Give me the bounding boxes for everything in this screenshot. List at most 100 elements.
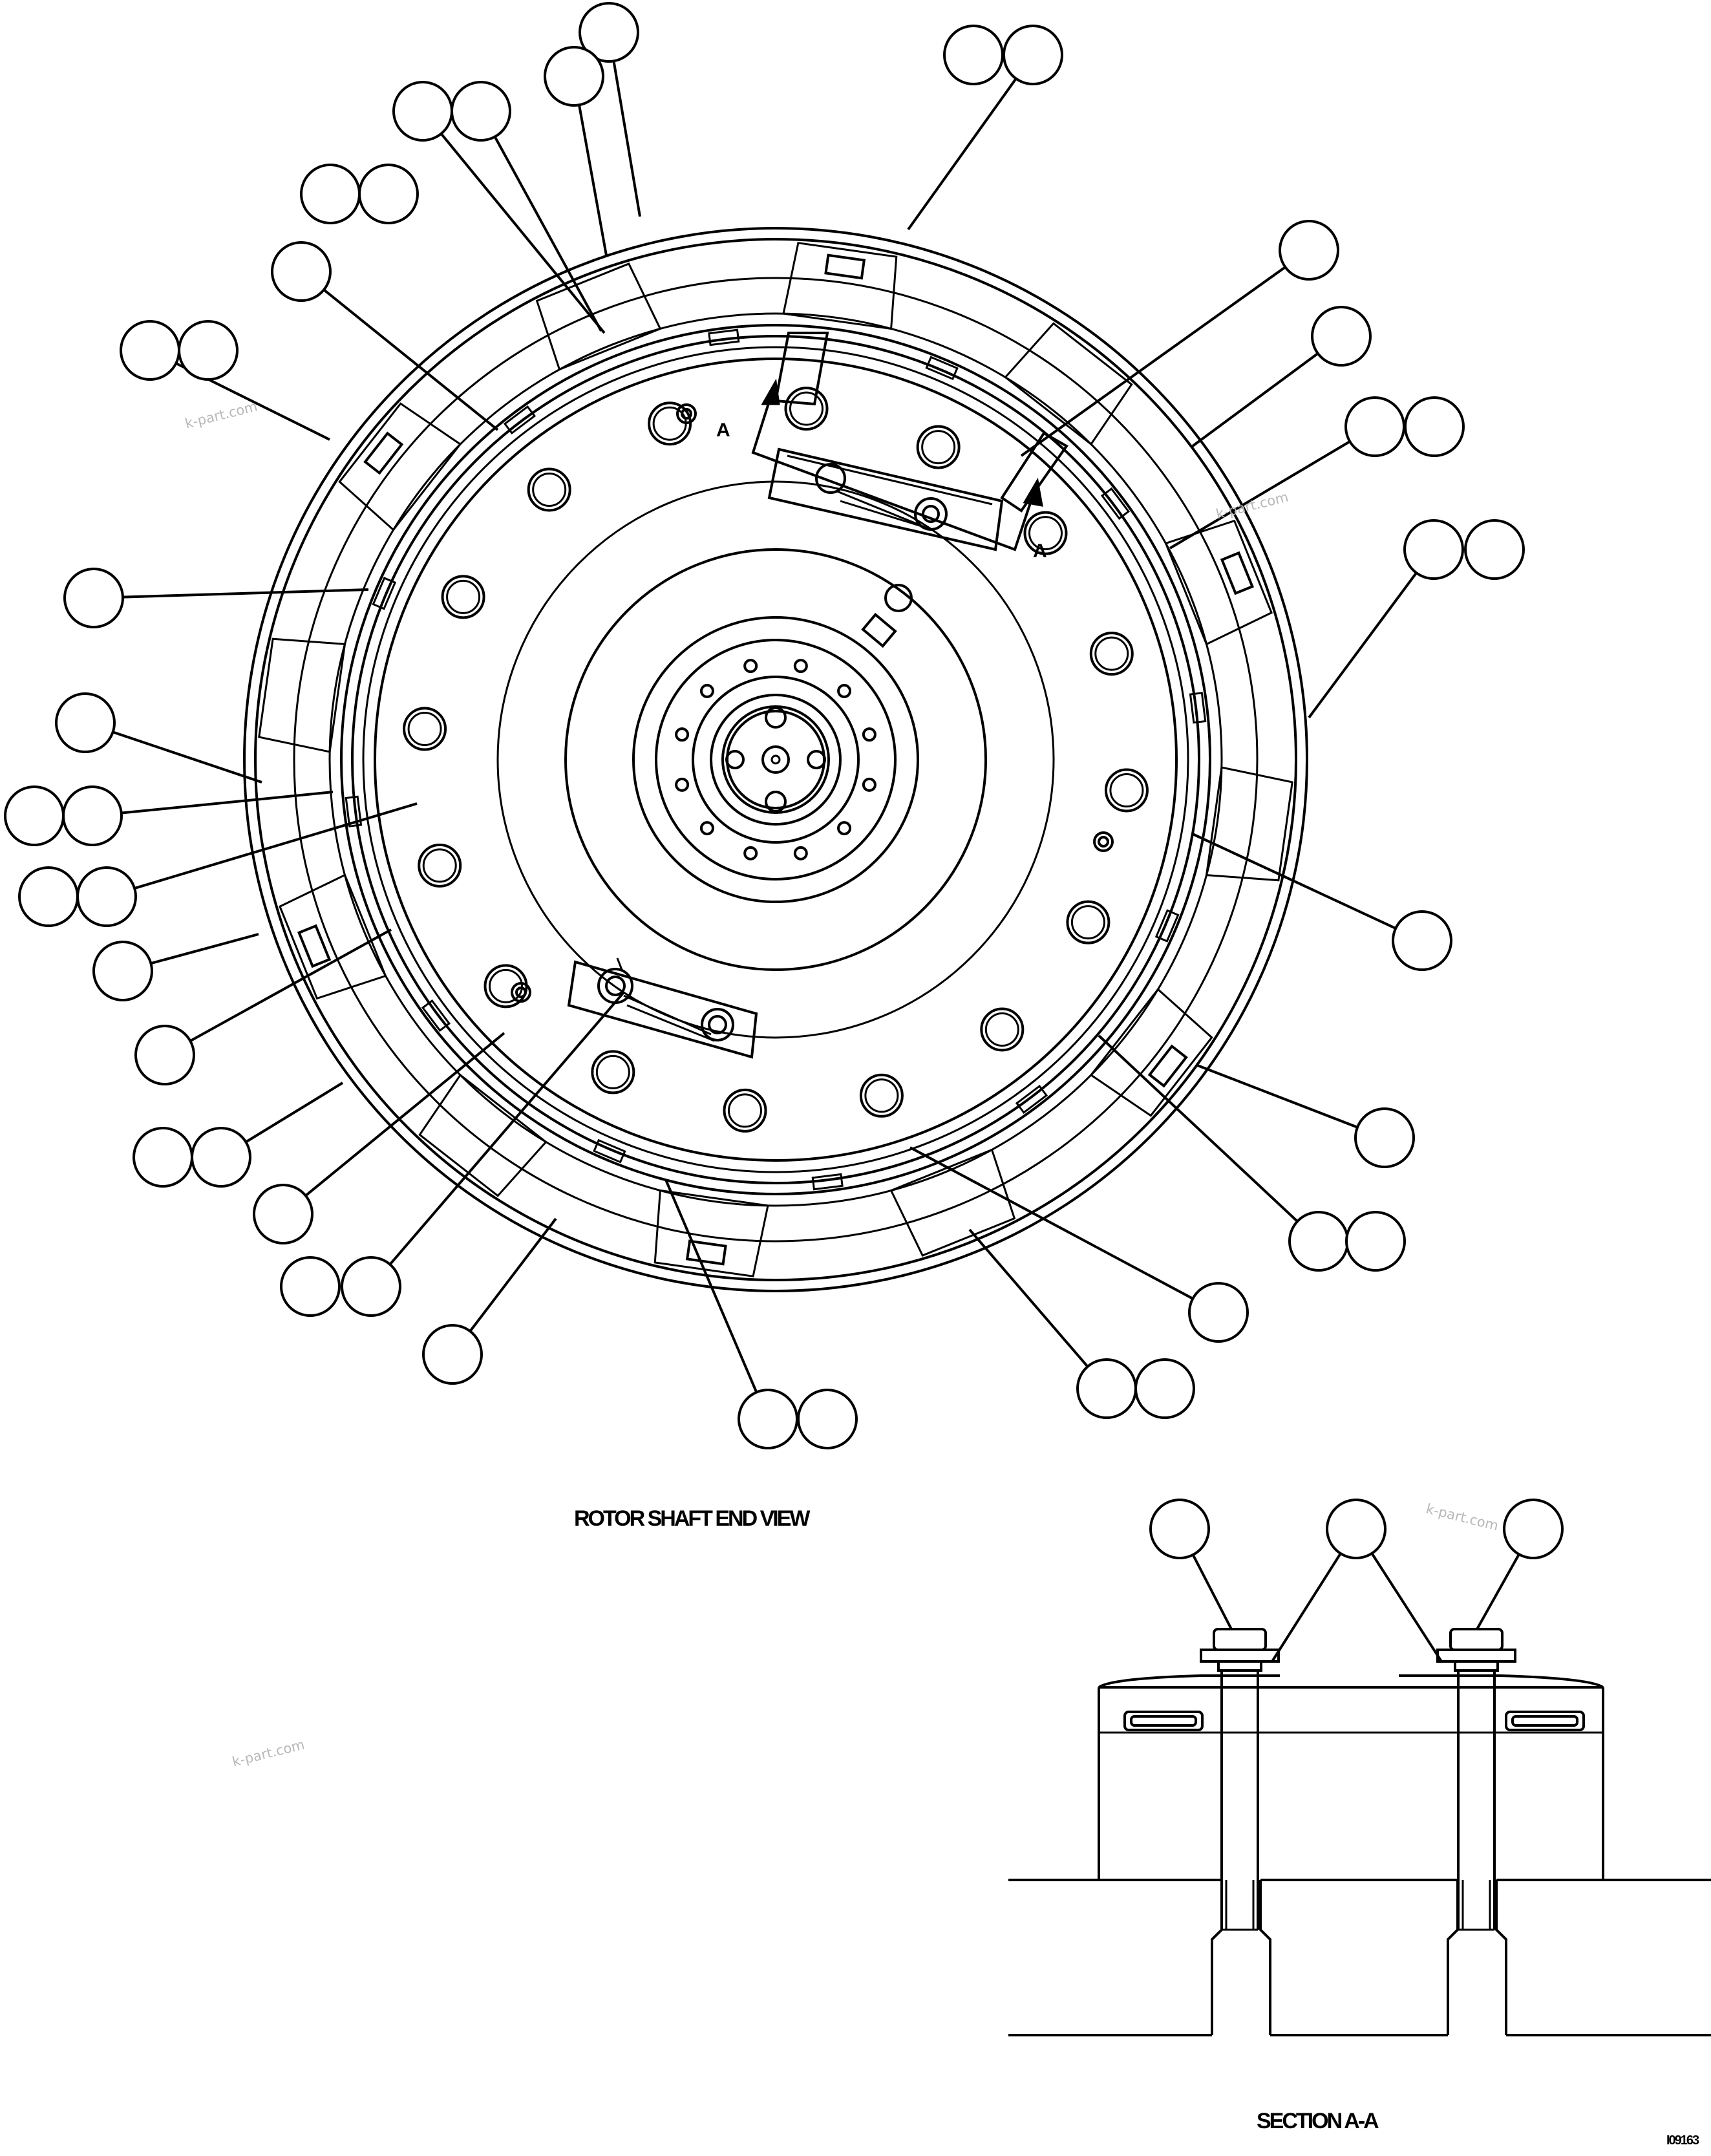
plate-bolt-head [422,848,457,883]
callout-circle [18,866,79,927]
rim-clip [1154,909,1180,943]
callout-bubble [1279,220,1339,281]
rim-clip [811,1173,844,1191]
callout-bubble [62,785,123,846]
rim-bolt [363,431,404,475]
callout-bubble [358,164,419,224]
callout-bubble [1344,396,1405,457]
small-holes [511,403,1114,1003]
callout-bubble [579,2,639,63]
leader-line [1169,425,1376,550]
hub-hole [862,777,877,792]
section-caption: SECTION A-A [1257,2109,1379,2133]
pole-block [1089,988,1213,1117]
leader-line [92,791,334,817]
pole-block [535,262,662,371]
plate-bolt [980,1007,1025,1052]
leader-line [164,928,392,1056]
callout-circle [1326,1499,1387,1559]
callout-circle [1288,1211,1349,1272]
pole-block [279,873,387,1000]
callout-bubble [1288,1211,1349,1272]
plate-bolt-head [1094,636,1129,671]
end-view-caption: ROTOR SHAFT END VIEW [574,1506,810,1531]
callout-bubble [4,785,65,846]
hub-hole [743,846,758,860]
balance-weight-bottom [567,957,758,1059]
plate-bolt [418,843,462,888]
callout-bubble [120,320,180,381]
callout-bubble [1392,910,1452,971]
callout-circle [1134,1358,1195,1419]
plate-bolt [527,467,571,512]
callout-circle [63,568,124,628]
pole-block [1004,322,1133,446]
hub-hole [675,727,690,742]
callout-bubble [1354,1107,1415,1168]
callout-circle [451,81,511,142]
hub-hole [699,821,714,836]
leader-line [282,1032,505,1215]
plate-bolt [648,401,692,446]
section-bolt-right [1436,1628,1516,1931]
plate-bolts [403,387,1149,1133]
rim-clip [1100,487,1131,520]
rotor-inner-plate [496,480,1055,1039]
callout-circle [1503,1499,1564,1559]
section-a-a-view [1008,1628,1711,2036]
callout-bubble [1188,1282,1249,1343]
callout-circle [797,1389,858,1449]
rotor-outer-rings [243,227,1308,1292]
callout-bubble [271,241,332,302]
callout-bubble [55,692,116,753]
leader-line [480,111,602,332]
plate-bolt [441,575,485,619]
plate-bolt-head [864,1078,899,1113]
rim-bolt [824,253,866,280]
callout-bubble [1311,306,1372,367]
callout-circle [76,866,137,927]
callout-bubble [1149,1499,1210,1559]
callout-circle [92,941,153,1001]
plate-bolt-head [532,473,567,507]
section-arrows [751,378,1043,551]
pole-block [1205,766,1293,882]
plate-bolt-head [446,579,481,614]
callout-circle [271,241,332,302]
rim-clip [708,328,740,347]
callout-circle [300,164,361,224]
callout-bubble [451,81,511,142]
leader-line [664,1179,769,1420]
rim-clip [925,356,959,381]
leader-line [1195,1063,1385,1139]
plate-bolt-head [728,1093,763,1128]
rim-clip [345,795,363,827]
callout-bubble [341,1256,401,1317]
callout-bubble [797,1389,858,1449]
hub-hole [837,821,852,836]
rim-clip [1189,692,1207,724]
callout-circle [1149,1499,1210,1559]
rim-bolt [297,924,332,968]
rim-bolt [685,1239,727,1266]
hub-hole [793,846,808,860]
callout-bubble [300,164,361,224]
callout-circle [1344,396,1405,457]
rim-clip [1015,1084,1048,1115]
callout-circle [120,320,180,381]
plate-bolt [916,425,961,469]
callout-circle [62,785,123,846]
plate-bolt [1023,511,1068,555]
callout-circle [1345,1211,1406,1272]
rotor-end-view: A A [243,227,1308,1292]
section-marker-right: A [1033,540,1047,562]
section-marker-left: A [716,420,730,441]
plate-bolt-head [1070,905,1105,940]
callout-bubble [280,1256,341,1317]
pole-block [782,242,898,330]
callout-circle [943,25,1004,85]
plate-bolt-head [489,968,524,1003]
callout-bubble [392,81,453,142]
leader-line [106,802,418,898]
callout-circle [544,46,604,107]
